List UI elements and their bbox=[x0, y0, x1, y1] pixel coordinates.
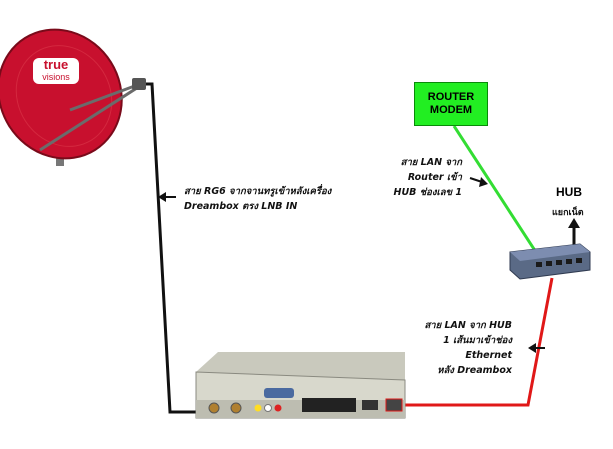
hub-lan-arrow bbox=[528, 343, 545, 353]
dish-logo-bg bbox=[33, 58, 79, 84]
note-lan-hub-line1: สาย LAN จาก HUB bbox=[424, 320, 512, 331]
scart-port bbox=[302, 398, 356, 412]
hub-up-arrow bbox=[568, 218, 580, 246]
dreambox-receiver bbox=[195, 352, 406, 419]
router-label-line1: ROUTER bbox=[427, 91, 475, 103]
rg6-arrow bbox=[158, 192, 176, 202]
rca-yellow bbox=[254, 404, 262, 412]
rca-white bbox=[264, 404, 272, 412]
rca-red bbox=[274, 404, 282, 412]
note-lan-hub-line3: Ethernet bbox=[465, 350, 512, 361]
hub-lan-cable bbox=[402, 277, 554, 407]
serial-port bbox=[264, 388, 294, 398]
hub-port-4 bbox=[566, 259, 572, 264]
hub-port-5 bbox=[576, 258, 582, 263]
router-modem-box: ROUTER MODEM bbox=[414, 82, 488, 126]
lnb-arm bbox=[69, 82, 141, 112]
router-arrow bbox=[469, 177, 488, 187]
note-lan-router-line2: Router เข้า bbox=[407, 172, 462, 183]
hub-subtitle: แยกเน็ต bbox=[552, 208, 584, 218]
dish-reflector bbox=[0, 28, 123, 160]
hub-port-3 bbox=[556, 260, 562, 265]
hub-title: HUB bbox=[556, 185, 582, 199]
note-lan-router-line3: HUB ช่องเลข 1 bbox=[393, 187, 463, 198]
hub-port-1 bbox=[536, 262, 542, 267]
hub-device bbox=[509, 243, 591, 280]
loop-out-connector bbox=[230, 402, 242, 414]
lnb bbox=[132, 78, 146, 90]
router-label-line2: MODEM bbox=[429, 104, 473, 116]
satellite-dish bbox=[0, 28, 146, 166]
note-lan-hub: สาย LAN จาก HUB 1 เส้นมาเข้าช่อง Etherne… bbox=[420, 318, 512, 378]
note-lan-hub-line2: 1 เส้นมาเข้าช่อง bbox=[443, 335, 512, 346]
note-rg6: สาย RG6 จากจานทรูเข้าหลังเครื่อง Dreambo… bbox=[184, 184, 331, 214]
usb-port bbox=[362, 400, 378, 410]
note-lan-router: สาย LAN จาก Router เข้า HUB ช่องเลข 1 bbox=[390, 155, 463, 200]
router-cable bbox=[452, 125, 547, 267]
note-rg6-line2: Dreambox ตรง LNB IN bbox=[184, 201, 298, 212]
dish-logo: true visions bbox=[33, 57, 79, 83]
lnb-in-connector bbox=[208, 402, 220, 414]
note-lan-router-line1: สาย LAN จาก bbox=[400, 157, 462, 168]
ethernet-port bbox=[385, 398, 403, 412]
rg6-cable bbox=[146, 82, 212, 414]
dish-logo-bottom: visions bbox=[42, 72, 70, 82]
note-lan-hub-line4: หลัง Dreambox bbox=[437, 365, 512, 376]
dish-logo-top: true bbox=[43, 57, 69, 72]
note-rg6-line1: สาย RG6 จากจานทรูเข้าหลังเครื่อง bbox=[184, 186, 332, 197]
hub-port-2 bbox=[546, 261, 552, 266]
